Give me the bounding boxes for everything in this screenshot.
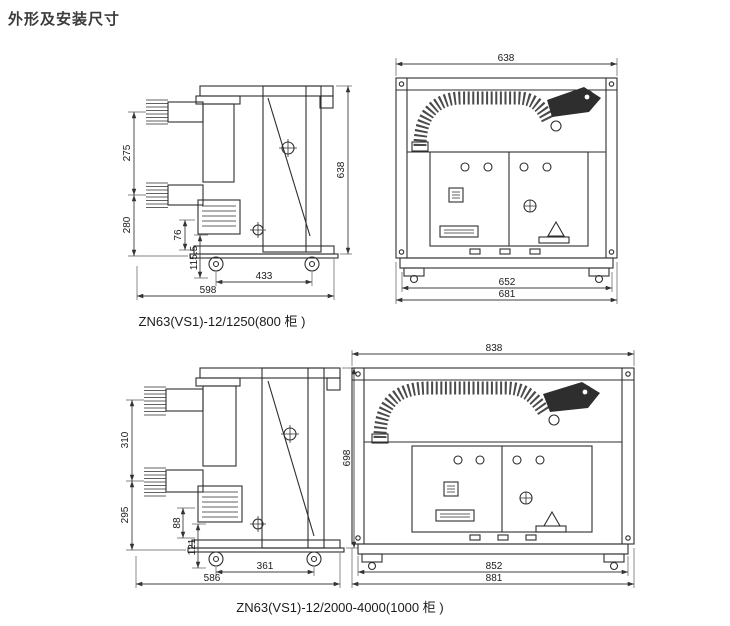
top-beam (199, 85, 334, 109)
base-assembly (399, 257, 614, 284)
dim-label-depth: 598 (200, 285, 217, 296)
dim-label-width-base: 852 (486, 561, 503, 572)
mechanism-bellows (197, 199, 241, 235)
dim-label-pole-pitch: 310 (120, 431, 131, 448)
dim-label-width-base: 652 (499, 277, 516, 288)
operating-lever-icon (543, 382, 600, 426)
page-title: 外形及安装尺寸 (8, 11, 121, 28)
side-view-dimensions-1000: 310 295 88 121 361 586 698 (120, 367, 358, 588)
flexible-conduit-icon (411, 91, 554, 152)
dim-label-height: 698 (342, 449, 353, 466)
side-view-1000 (144, 367, 345, 567)
dim-label-width-top: 838 (486, 343, 503, 354)
pole-assembly (195, 377, 241, 467)
figure-1000-drawing: 310 295 88 121 361 586 698 (120, 343, 635, 588)
upper-terminal (144, 386, 204, 416)
flexible-conduit-icon (371, 381, 550, 444)
dim-label-lower-height: 280 (122, 216, 133, 233)
base-and-wheels (189, 245, 339, 272)
lower-terminal (144, 467, 204, 497)
dim-label-width-overall: 881 (486, 573, 503, 584)
side-view-dimensions-800: 275 280 76 115.5 433 598 638 (122, 85, 352, 300)
front-view-1000 (351, 367, 635, 571)
upper-terminal (146, 99, 204, 125)
dim-label-a: 88 (172, 517, 183, 529)
dim-label-height: 638 (336, 161, 347, 178)
base-assembly (357, 543, 629, 571)
bolt-icons (398, 81, 615, 255)
center-mark-icon (250, 139, 297, 238)
dim-label-depth: 586 (204, 573, 221, 584)
front-view-800 (395, 77, 618, 284)
dim-label-wheel-base: 433 (256, 271, 273, 282)
frame-plate (262, 85, 322, 253)
bolt-icons (355, 371, 631, 541)
figure-800-caption: ZN63(VS1)-12/1250(800 柜 ) (138, 314, 306, 329)
operating-lever-icon (547, 87, 601, 132)
side-view-800 (146, 85, 339, 272)
dim-label-wheel-base: 361 (257, 561, 274, 572)
dim-label-b: 115.5 (189, 245, 200, 270)
dim-label-b: 121 (187, 538, 198, 555)
bottom-slots (469, 534, 537, 541)
dim-label-pole-pitch: 275 (122, 144, 133, 161)
frame-plate (261, 367, 325, 549)
front-view-dimensions-800: 638 652 681 (395, 53, 618, 304)
dim-label-a: 76 (173, 229, 184, 241)
lower-terminal (146, 182, 204, 208)
figure-1000-caption: ZN63(VS1)-12/2000-4000(1000 柜 ) (236, 600, 444, 615)
dim-label-width-overall: 681 (499, 289, 516, 300)
center-mark-icon (250, 425, 299, 532)
bottom-slots (469, 248, 541, 255)
warning-triangle-icon (547, 220, 565, 237)
warning-triangle-icon (543, 510, 561, 527)
front-view-dimensions-1000: 838 852 881 (351, 343, 635, 588)
dim-label-lower-height: 295 (120, 506, 131, 523)
dim-label-width-top: 638 (498, 53, 515, 64)
figure-800-drawing: 275 280 76 115.5 433 598 638 (122, 53, 618, 304)
base-and-wheels (187, 539, 345, 567)
mechanism-bellows (197, 485, 243, 523)
pole-assembly (195, 95, 241, 183)
panel-doors (411, 445, 593, 533)
panel-doors (429, 151, 589, 247)
